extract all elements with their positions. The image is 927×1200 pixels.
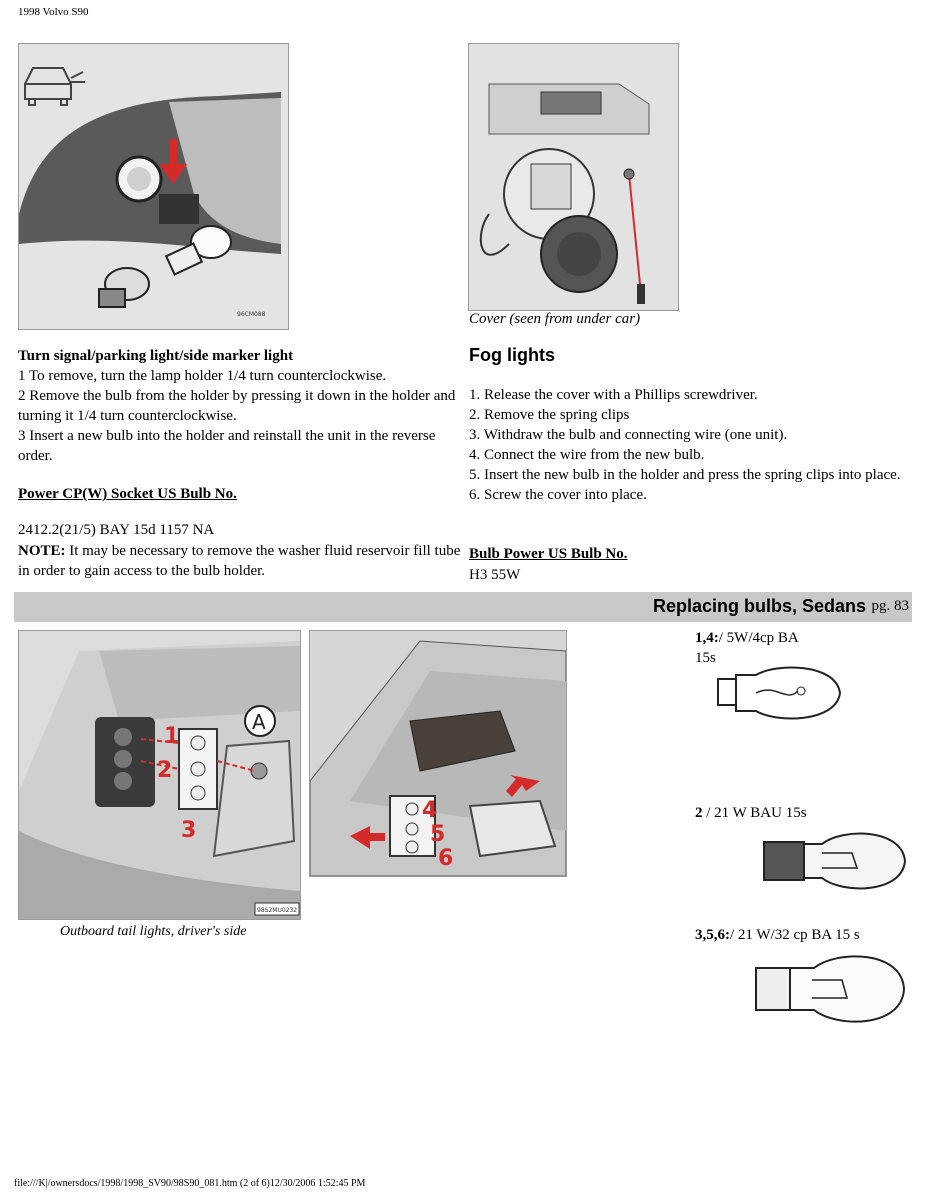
document-title: 1998 Volvo S90 <box>18 6 89 18</box>
fog-step-3: 3. Withdraw the bulb and connecting wire… <box>469 427 788 443</box>
label-4: 4 <box>422 798 437 823</box>
fog-step-4: 4. Connect the wire from the new bulb. <box>469 447 705 463</box>
fog-table-row: H3 55W <box>469 567 521 583</box>
turn-signal-table-row: 2412.2(21/5) BAY 15d 1157 NA <box>18 522 215 538</box>
bulb-1-label: 1,4: <box>695 630 719 646</box>
small-bulb-icon <box>716 663 846 728</box>
label-3: 3 <box>181 818 196 843</box>
note-label: NOTE: <box>18 543 66 559</box>
turn-signal-note: NOTE: It may be necessary to remove the … <box>18 541 463 581</box>
bulb-2-label: 2 <box>695 805 703 821</box>
medium-bulb-icon-2 <box>752 950 906 1033</box>
image1-code: 98S2MU0232 <box>257 907 297 914</box>
fog-step-2: 2. Remove the spring clips <box>469 407 630 423</box>
bulb-1-desc: / 5W/4cp BA <box>718 630 799 646</box>
label-1: 1 <box>164 724 179 749</box>
turn-signal-illustration: 96CM088 <box>18 43 289 330</box>
fog-cover-caption: Cover (seen from under car) <box>469 311 641 327</box>
section-page-number: pg. 83 <box>871 598 910 614</box>
turn-signal-step-1: 1 To remove, turn the lamp holder 1/4 tu… <box>18 368 387 384</box>
section-title: Replacing bulbs, Sedans <box>652 596 866 616</box>
fog-step-6: 6. Screw the cover into place. <box>469 487 647 503</box>
fog-light-cover-illustration <box>468 43 679 311</box>
bulb-spec-2: 2 / 21 W BAU 15s <box>695 803 807 823</box>
turn-signal-heading: Turn signal/parking light/side marker li… <box>18 348 294 364</box>
label-6: 6 <box>438 846 453 871</box>
turn-signal-table-header: Power CP(W) Socket US Bulb No. <box>18 486 237 502</box>
tail-light-image-2: 4 5 6 <box>309 630 567 877</box>
section-title-bar: Replacing bulbs, Sedans pg. 83 <box>14 592 912 622</box>
label-2: 2 <box>157 758 172 783</box>
bulb-3-label: 3,5,6: <box>695 927 730 943</box>
bulb-1-desc2: 15s <box>695 650 716 666</box>
fog-step-1: 1. Release the cover with a Phillips scr… <box>469 387 758 403</box>
tail-light-image-1: A 1 2 3 98S2MU0232 <box>18 630 301 920</box>
fog-step-5: 5. Insert the new bulb in the holder and… <box>469 467 901 483</box>
bulb-spec-1: 1,4:/ 5W/4cp BA 15s <box>695 628 825 668</box>
bulb-2-desc: / 21 W BAU 15s <box>702 805 807 821</box>
bulb-3-desc: / 21 W/32 cp BA 15 s <box>730 927 860 943</box>
image-code: 96CM088 <box>237 311 266 318</box>
turn-signal-step-3: 3 Insert a new bulb into the holder and … <box>18 428 436 464</box>
tail-lights-caption: Outboard tail lights, driver's side <box>60 924 247 939</box>
file-path-footer: file:///K|/ownersdocs/1998/1998_SV90/98S… <box>14 1178 366 1189</box>
turn-signal-step-2: 2 Remove the bulb from the holder by pre… <box>18 388 456 424</box>
turn-signal-section: Turn signal/parking light/side marker li… <box>18 346 458 466</box>
bulb-spec-3: 3,5,6:/ 21 W/32 cp BA 15 s <box>695 925 860 945</box>
fog-lights-steps: 1. Release the cover with a Phillips scr… <box>469 385 909 505</box>
label-a: A <box>252 710 266 734</box>
note-text: It may be necessary to remove the washer… <box>18 543 461 579</box>
label-5: 5 <box>430 822 445 847</box>
medium-bulb-icon-1 <box>762 828 907 899</box>
fog-lights-heading: Fog lights <box>469 345 555 365</box>
fog-table-header: Bulb Power US Bulb No. <box>469 546 628 562</box>
